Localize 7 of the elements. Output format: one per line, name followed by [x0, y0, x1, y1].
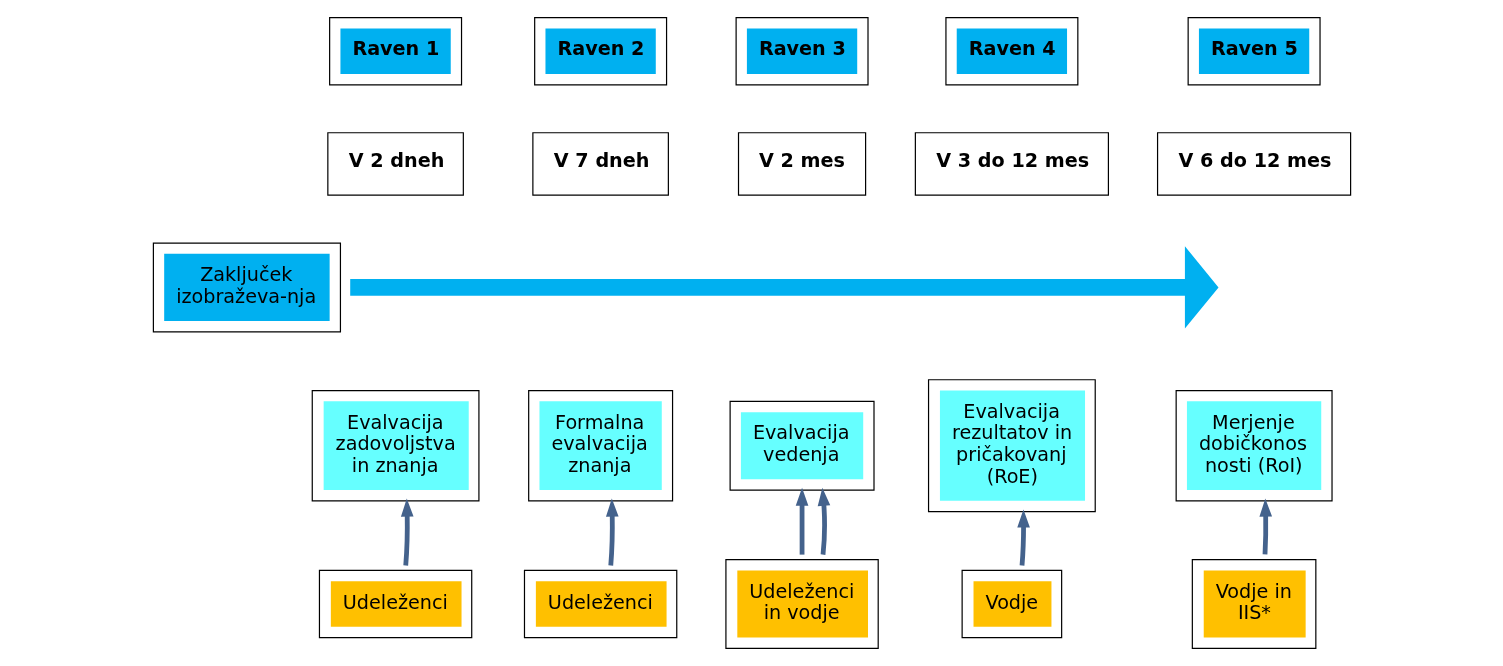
arrow [1258, 498, 1272, 555]
arrow [400, 498, 414, 566]
arrow [1016, 509, 1030, 566]
arrow [349, 246, 1219, 329]
arrow [605, 498, 619, 566]
arrow [817, 487, 830, 555]
arrow [795, 487, 808, 555]
